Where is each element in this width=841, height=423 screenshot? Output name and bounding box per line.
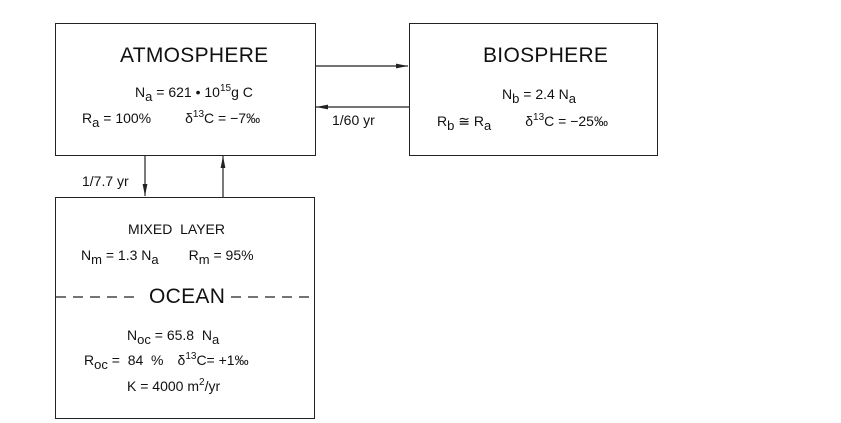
subscript: b: [447, 118, 455, 133]
value: C = −7‰: [204, 110, 261, 126]
superscript: 13: [185, 351, 197, 362]
subscript: a: [145, 89, 153, 104]
mixed-layer-row: Nm = 1.3 Na Rm = 95%: [81, 246, 254, 267]
biosphere-box: [409, 23, 658, 156]
symbol: R: [437, 113, 448, 129]
value: K = 4000 m: [127, 378, 199, 394]
symbol: N: [502, 86, 513, 102]
biosphere-r: Rb ≅ Ra: [437, 112, 492, 133]
biosphere-n: Nb = 2.4 Na: [502, 85, 577, 106]
value: = 84 %: [111, 352, 164, 368]
atmosphere-r-delta-row: Ra = 100% δ13C = −7‰: [82, 109, 260, 130]
ocean-diffusivity: K = 4000 m2/yr: [127, 377, 220, 395]
mixed-layer-title: MIXED LAYER: [128, 221, 225, 237]
ocean-n: Noc = 65.8 Na: [127, 326, 220, 347]
atmosphere-n: Na = 621 • 1015g C: [135, 83, 253, 104]
exponent: 15: [219, 83, 232, 94]
symbol: R: [82, 110, 93, 126]
value: = 95%: [213, 247, 254, 263]
biosphere-title: BIOSPHERE: [483, 44, 609, 67]
symbol: R: [188, 247, 199, 263]
symbol: δ: [185, 110, 193, 126]
unit: g C: [231, 84, 253, 100]
subscript: oc: [94, 357, 108, 372]
atmosphere-delta: δ13C = −7‰: [185, 109, 260, 127]
subscript: a: [151, 252, 159, 267]
subscript: m: [91, 252, 102, 267]
value: = 621 • 10: [156, 84, 220, 100]
value: ≅ R: [458, 113, 484, 129]
symbol: N: [81, 247, 92, 263]
symbol: δ: [177, 352, 186, 368]
subscript: m: [198, 252, 210, 267]
biosphere-delta: δ13C = −25‰: [525, 112, 608, 130]
superscript: 13: [192, 109, 205, 120]
subscript: a: [483, 118, 492, 133]
subscript: a: [568, 91, 577, 106]
subscript: b: [512, 91, 520, 106]
atm-ocean-rate-label: 1/7.7 yr: [82, 173, 129, 189]
subscript: oc: [137, 332, 151, 347]
ocean-title: OCEAN: [147, 285, 228, 309]
mixed-layer-n: Nm = 1.3 Na: [81, 246, 159, 267]
value: = 2.4 N: [523, 86, 569, 102]
mixed-layer-r: Rm = 95%: [188, 246, 254, 267]
symbol: R: [84, 352, 95, 368]
value: = 1.3 N: [105, 247, 152, 263]
value: = 65.8 N: [154, 327, 212, 343]
ocean-box: [55, 197, 315, 419]
superscript: 13: [533, 112, 545, 123]
value: C= +1‰: [196, 352, 249, 368]
symbol: N: [127, 327, 138, 343]
subscript: a: [92, 115, 100, 130]
value: C = −25‰: [544, 113, 608, 129]
ocean-r: Roc = 84 %: [84, 351, 164, 372]
value: = 100%: [103, 110, 152, 126]
atm-bio-rate-label: 1/60 yr: [332, 112, 375, 128]
ocean-r-delta-row: Roc = 84 % δ13C= +1‰: [84, 351, 249, 372]
subscript: a: [211, 332, 220, 347]
symbol: δ: [525, 113, 534, 129]
atmosphere-r: Ra = 100%: [82, 109, 152, 130]
atmosphere-title: ATMOSPHERE: [120, 44, 269, 67]
symbol: N: [135, 84, 146, 100]
atmosphere-box: [55, 23, 316, 156]
ocean-delta: δ13C= +1‰: [178, 351, 249, 369]
superscript: 2: [199, 377, 205, 388]
biosphere-r-delta-row: Rb ≅ Ra δ13C = −25‰: [437, 112, 608, 133]
unit: /yr: [204, 378, 221, 394]
